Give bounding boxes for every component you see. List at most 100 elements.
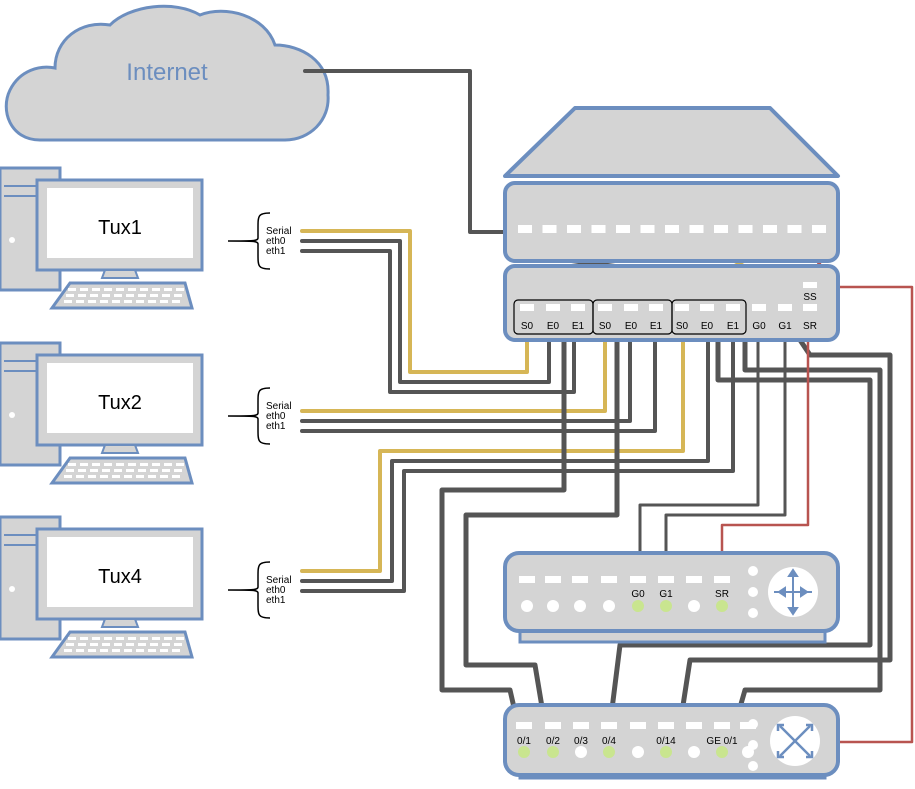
host-name-label: Tux4 <box>98 566 142 588</box>
switch-port-led <box>603 746 615 758</box>
router-g1-cable <box>664 333 787 580</box>
router-port-led <box>716 600 728 612</box>
rack-port <box>520 304 534 311</box>
rack-port <box>675 304 689 311</box>
switch-port-label: 0/3 <box>574 736 588 747</box>
host-name-label: Tux1 <box>98 217 142 239</box>
patch-panel <box>503 181 840 263</box>
interface-label: Serial <box>266 401 292 412</box>
switch-port <box>686 722 702 729</box>
rack-port <box>624 304 638 311</box>
internet-cloud-icon: Internet <box>4 4 330 142</box>
rack-port-label: E1 <box>572 321 585 332</box>
router-arrows <box>774 568 812 616</box>
rack-port <box>778 304 792 311</box>
tux2-serial-cable <box>300 340 607 413</box>
internet-label: Internet <box>126 59 208 86</box>
rack-port-label: S0 <box>599 321 612 332</box>
switch-port-label: 0/1 <box>517 736 531 747</box>
switch-port <box>630 722 646 729</box>
router-port <box>519 576 535 583</box>
tux4-eth0-cable <box>300 333 710 583</box>
rack-port <box>752 304 766 311</box>
interface-label: eth1 <box>266 421 286 432</box>
interface-label: eth1 <box>266 246 286 257</box>
router-port-label: SR <box>715 589 729 600</box>
tux1-eth1-cable <box>300 249 576 394</box>
tux2-eth0-cable <box>300 333 632 423</box>
switch-to-ss-cable <box>834 285 914 744</box>
switch-port <box>516 722 532 729</box>
router-port <box>658 576 674 583</box>
patch-port <box>787 225 802 233</box>
interface-label: Serial <box>266 226 292 237</box>
rack-ss-label: SS <box>803 292 817 303</box>
patch-port <box>542 225 557 233</box>
router-port-led <box>547 600 559 612</box>
patch-port <box>763 225 777 233</box>
interface-label: eth0 <box>266 585 286 596</box>
interface-label: eth0 <box>266 236 286 247</box>
port-group-box <box>671 299 747 335</box>
rack-port <box>726 304 740 311</box>
switch-port-led <box>660 746 672 758</box>
switch-port <box>740 722 756 729</box>
interface-brace <box>227 387 271 445</box>
rack-e0b-to-switch-02 <box>463 332 620 728</box>
rack-port <box>649 304 663 311</box>
router-g0-cable <box>638 333 760 580</box>
tux1-eth0-cable <box>300 239 551 384</box>
router-port <box>686 576 702 583</box>
router-port <box>630 576 646 583</box>
router-port-led <box>688 600 700 612</box>
switch-port-led <box>632 746 644 758</box>
rack-port-label: E0 <box>625 321 638 332</box>
rack-e0-to-switch-01 <box>439 332 567 728</box>
router-port <box>601 576 617 583</box>
internet-uplink-cable <box>303 69 507 234</box>
switch-port-label: 0/14 <box>656 736 676 747</box>
router-port-label: G1 <box>659 589 673 600</box>
switch-port <box>601 722 617 729</box>
switch-port-label: 0/2 <box>546 736 560 747</box>
rack-e1b-to-switch-ge01 <box>732 332 883 728</box>
switch-port-led <box>575 746 587 758</box>
rack-port-label: S0 <box>676 321 689 332</box>
switch-port <box>714 722 730 729</box>
router-port <box>545 576 561 583</box>
rack-port <box>803 304 817 311</box>
router-port-led <box>632 600 644 612</box>
switch-arrows <box>776 723 814 759</box>
tux4-serial-cable <box>300 340 685 573</box>
rack-port-label: SR <box>803 321 817 332</box>
tux4-eth1-cable <box>300 333 735 593</box>
switch-port-led <box>688 746 700 758</box>
interface-label: eth0 <box>266 411 286 422</box>
interface-label: Serial <box>266 575 292 586</box>
rack-port <box>598 304 612 311</box>
rack-port-label: G0 <box>752 321 766 332</box>
rack-ss-port <box>803 282 817 288</box>
interface-brace <box>227 561 271 619</box>
patch-port <box>518 225 532 233</box>
switch-port <box>658 722 674 729</box>
interface-label: eth1 <box>266 595 286 606</box>
router-port-led <box>603 600 615 612</box>
switch-port-led <box>716 746 728 758</box>
router-port <box>572 576 588 583</box>
patch-port <box>616 225 630 233</box>
patch-port <box>591 225 606 233</box>
rack-port-label: E0 <box>547 321 560 332</box>
switch-port-led <box>518 746 530 758</box>
rack-port-label: E1 <box>650 321 663 332</box>
switch-port <box>573 722 589 729</box>
patch-port <box>738 225 753 233</box>
rack-port <box>571 304 585 311</box>
patch-port <box>665 225 679 233</box>
patch-port <box>567 225 581 233</box>
